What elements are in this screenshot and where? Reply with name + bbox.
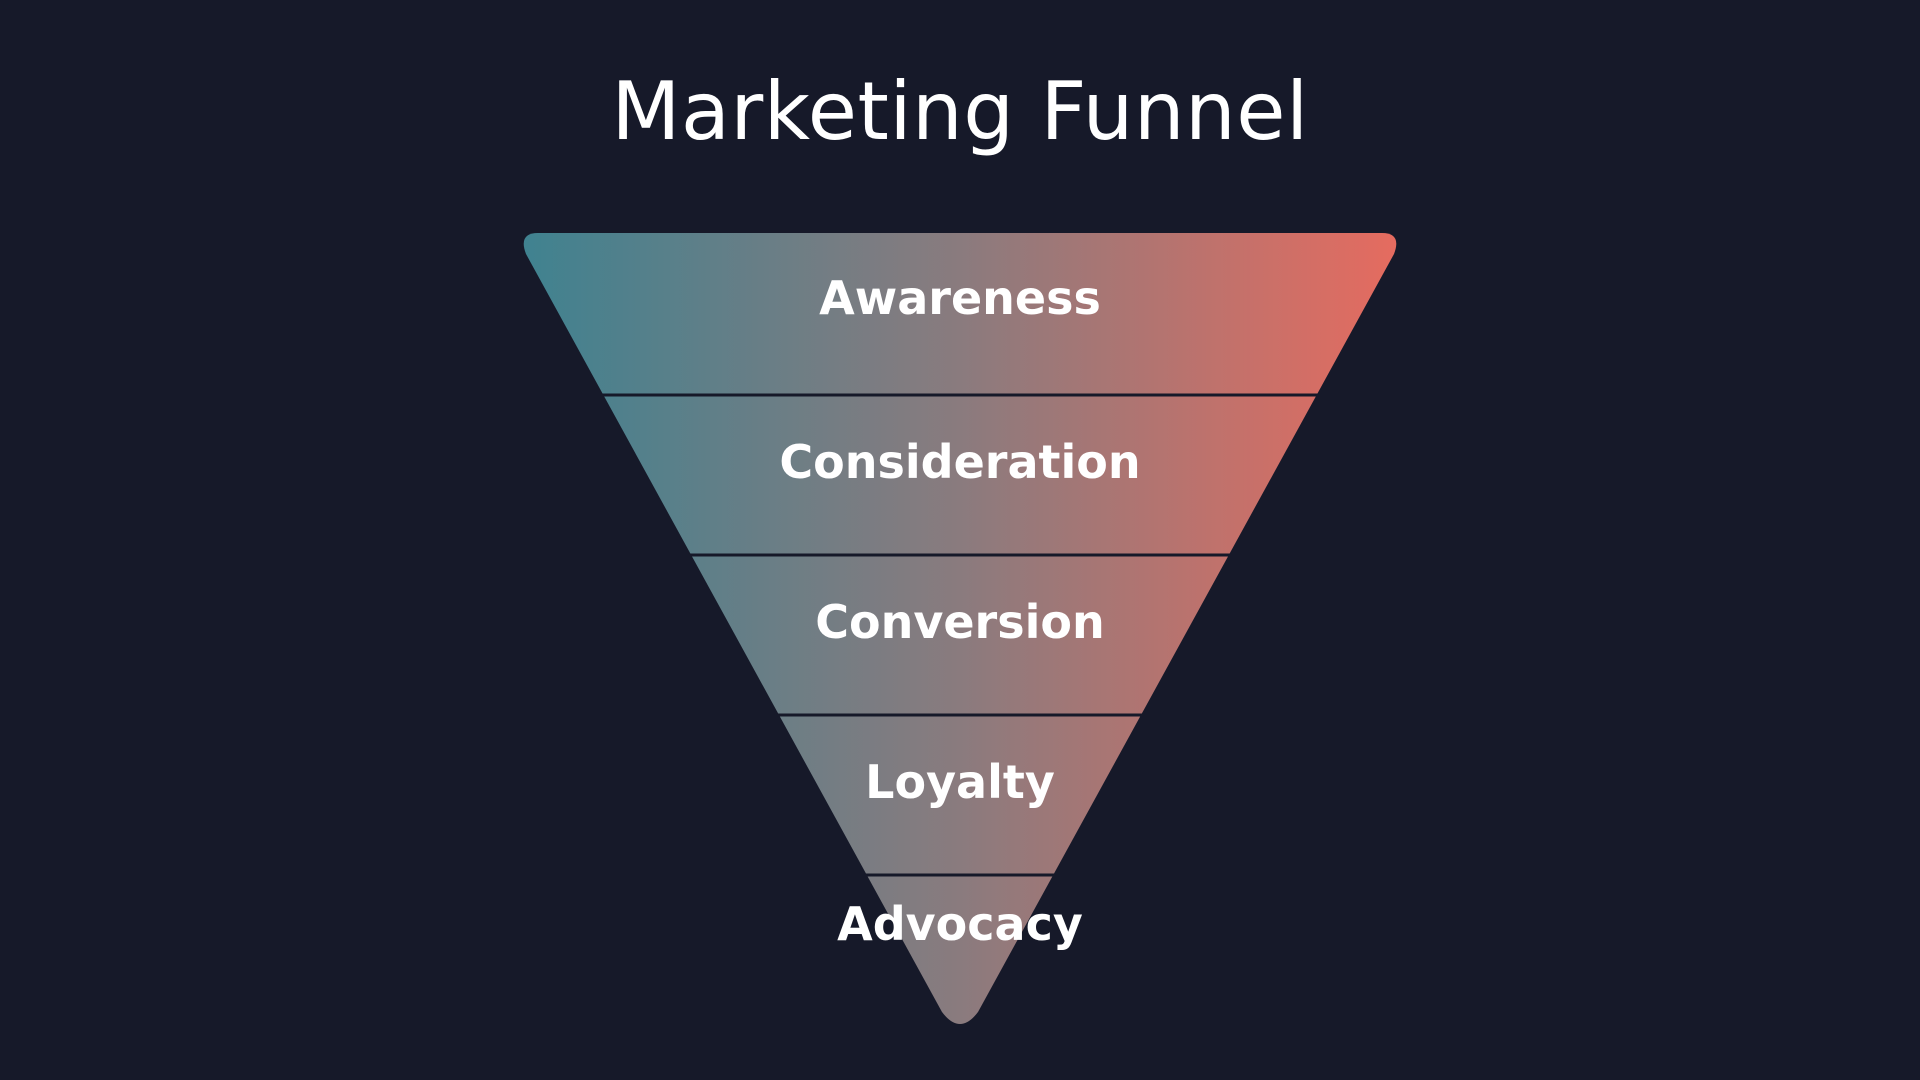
stage-label-consideration: Consideration: [779, 435, 1140, 489]
funnel-shape: [523, 233, 1397, 1024]
page-title: Marketing Funnel: [611, 65, 1309, 158]
stage-label-loyalty: Loyalty: [865, 755, 1055, 809]
stage-label-advocacy: Advocacy: [837, 897, 1083, 951]
stage-label-conversion: Conversion: [815, 595, 1104, 649]
stage-label-awareness: Awareness: [819, 271, 1101, 325]
